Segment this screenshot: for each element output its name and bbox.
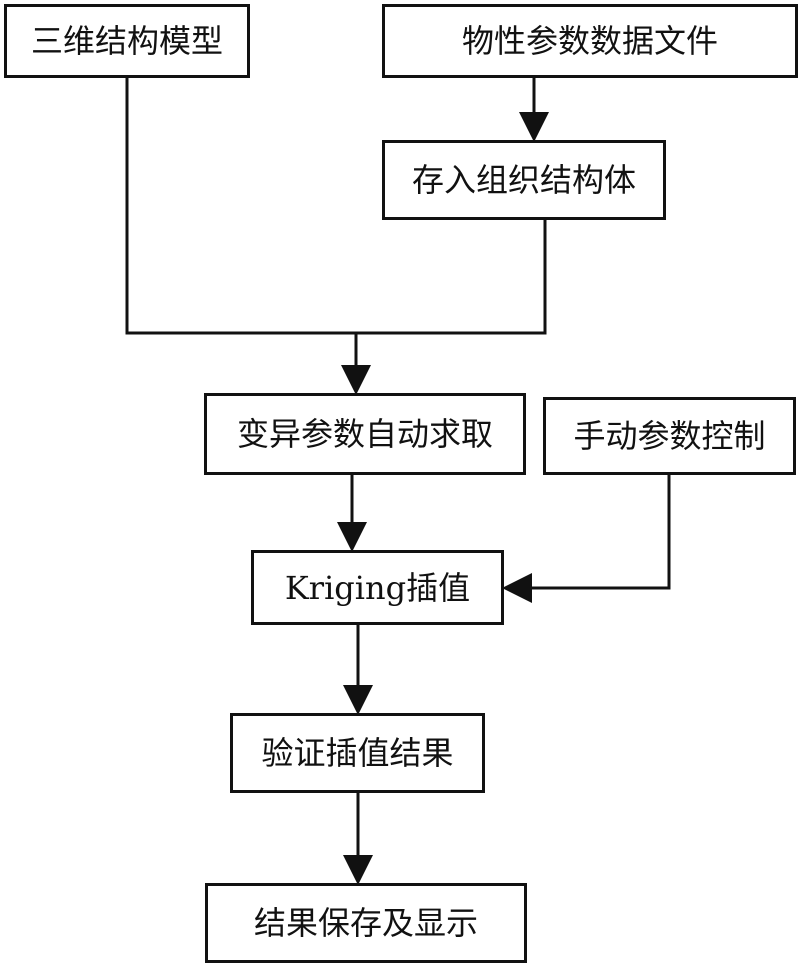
node-manual-parameter-control: 手动参数控制 (543, 397, 796, 475)
arrow-manual-to-kriging (502, 475, 671, 603)
node-variogram-auto: 变异参数自动求取 (204, 393, 526, 475)
node-label: 存入组织结构体 (411, 161, 636, 199)
node-label: 三维结构模型 (30, 22, 223, 60)
node-label: 变异参数自动求取 (236, 415, 493, 453)
node-label: Kriging插值 (284, 568, 471, 607)
node-3d-structure-model: 三维结构模型 (4, 4, 250, 78)
node-save-and-display: 结果保存及显示 (205, 883, 527, 963)
node-label: 手动参数控制 (573, 417, 766, 455)
node-verify-results: 验证插值结果 (230, 713, 485, 793)
node-label: 结果保存及显示 (253, 904, 478, 942)
node-store-in-struct: 存入组织结构体 (382, 140, 666, 220)
node-property-data-file: 物性参数数据文件 (382, 4, 798, 78)
line-model-to-merge (125, 78, 547, 335)
node-kriging-interpolation: Kriging插值 (251, 550, 504, 625)
node-label: 验证插值结果 (261, 734, 454, 772)
node-label: 物性参数数据文件 (461, 22, 718, 60)
